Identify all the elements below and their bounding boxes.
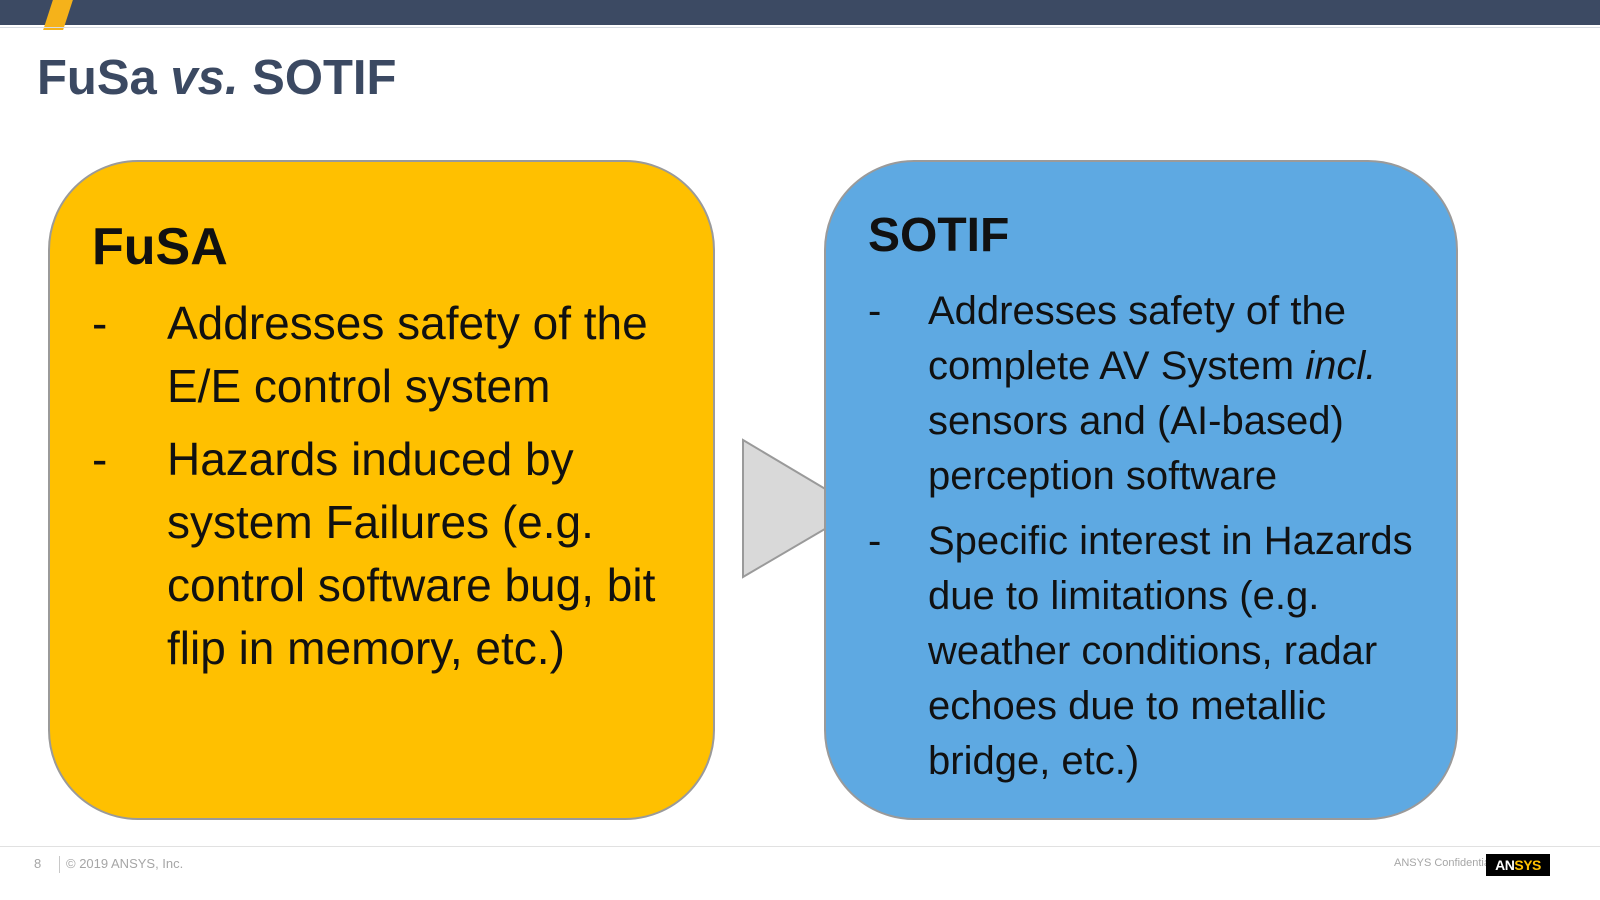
title-sotif: SOTIF [252, 51, 397, 105]
ansys-logo: ANSYS [1486, 854, 1550, 876]
copyright-text: © 2019 ANSYS, Inc. [66, 856, 184, 871]
right-arrow-icon [742, 438, 861, 579]
sotif-bullet-2-text: Specific interest in Hazards due to limi… [928, 519, 1413, 783]
sotif-heading: SOTIF [868, 209, 1010, 262]
sotif-bullet-1: - Addresses safety of the complete AV Sy… [868, 284, 1448, 504]
bullet-dash: - [868, 289, 882, 333]
confidential-label: ANSYS Confidential [1394, 857, 1493, 869]
sotif-box: SOTIF - Addresses safety of the complete… [824, 160, 1458, 820]
fusa-bullet-1-text: Addresses safety of the E/E control syst… [167, 297, 648, 412]
bullet-dash: - [92, 297, 108, 349]
sotif-bullet-list: - Addresses safety of the complete AV Sy… [868, 284, 1448, 799]
fusa-bullet-2-text: Hazards induced by system Failures (e.g.… [167, 433, 656, 674]
fusa-bullet-2: - Hazards induced by system Failures (e.… [92, 428, 702, 680]
title-fusa: FuSa [37, 51, 157, 105]
fusa-bullet-list: - Addresses safety of the E/E control sy… [92, 292, 702, 690]
fusa-bullet-1: - Addresses safety of the E/E control sy… [92, 292, 702, 418]
fusa-box: FuSA - Addresses safety of the E/E contr… [48, 160, 715, 820]
fusa-heading: FuSA [92, 218, 228, 276]
sotif-bullet-1-part-a: Addresses safety of the complete AV Syst… [928, 289, 1347, 388]
logo-text-an: AN [1495, 857, 1515, 873]
header-divider [0, 27, 1600, 28]
bullet-dash: - [868, 519, 882, 563]
sotif-bullet-1-text: Addresses safety of the complete AV Syst… [928, 289, 1376, 498]
slide-title: FuSa vs. SOTIF [37, 48, 396, 108]
bullet-dash: - [92, 433, 108, 485]
footer-divider [0, 846, 1600, 847]
header-bar [0, 0, 1600, 25]
sotif-bullet-1-italic: incl. [1305, 344, 1377, 388]
sotif-bullet-2: - Specific interest in Hazards due to li… [868, 514, 1448, 789]
footer-separator [59, 856, 60, 873]
title-vs: vs. [170, 51, 239, 105]
page-number: 8 [34, 856, 42, 871]
logo-text-sys: SYS [1514, 857, 1541, 873]
sotif-bullet-1-part-b: sensors and (AI-based) perception softwa… [928, 399, 1344, 498]
